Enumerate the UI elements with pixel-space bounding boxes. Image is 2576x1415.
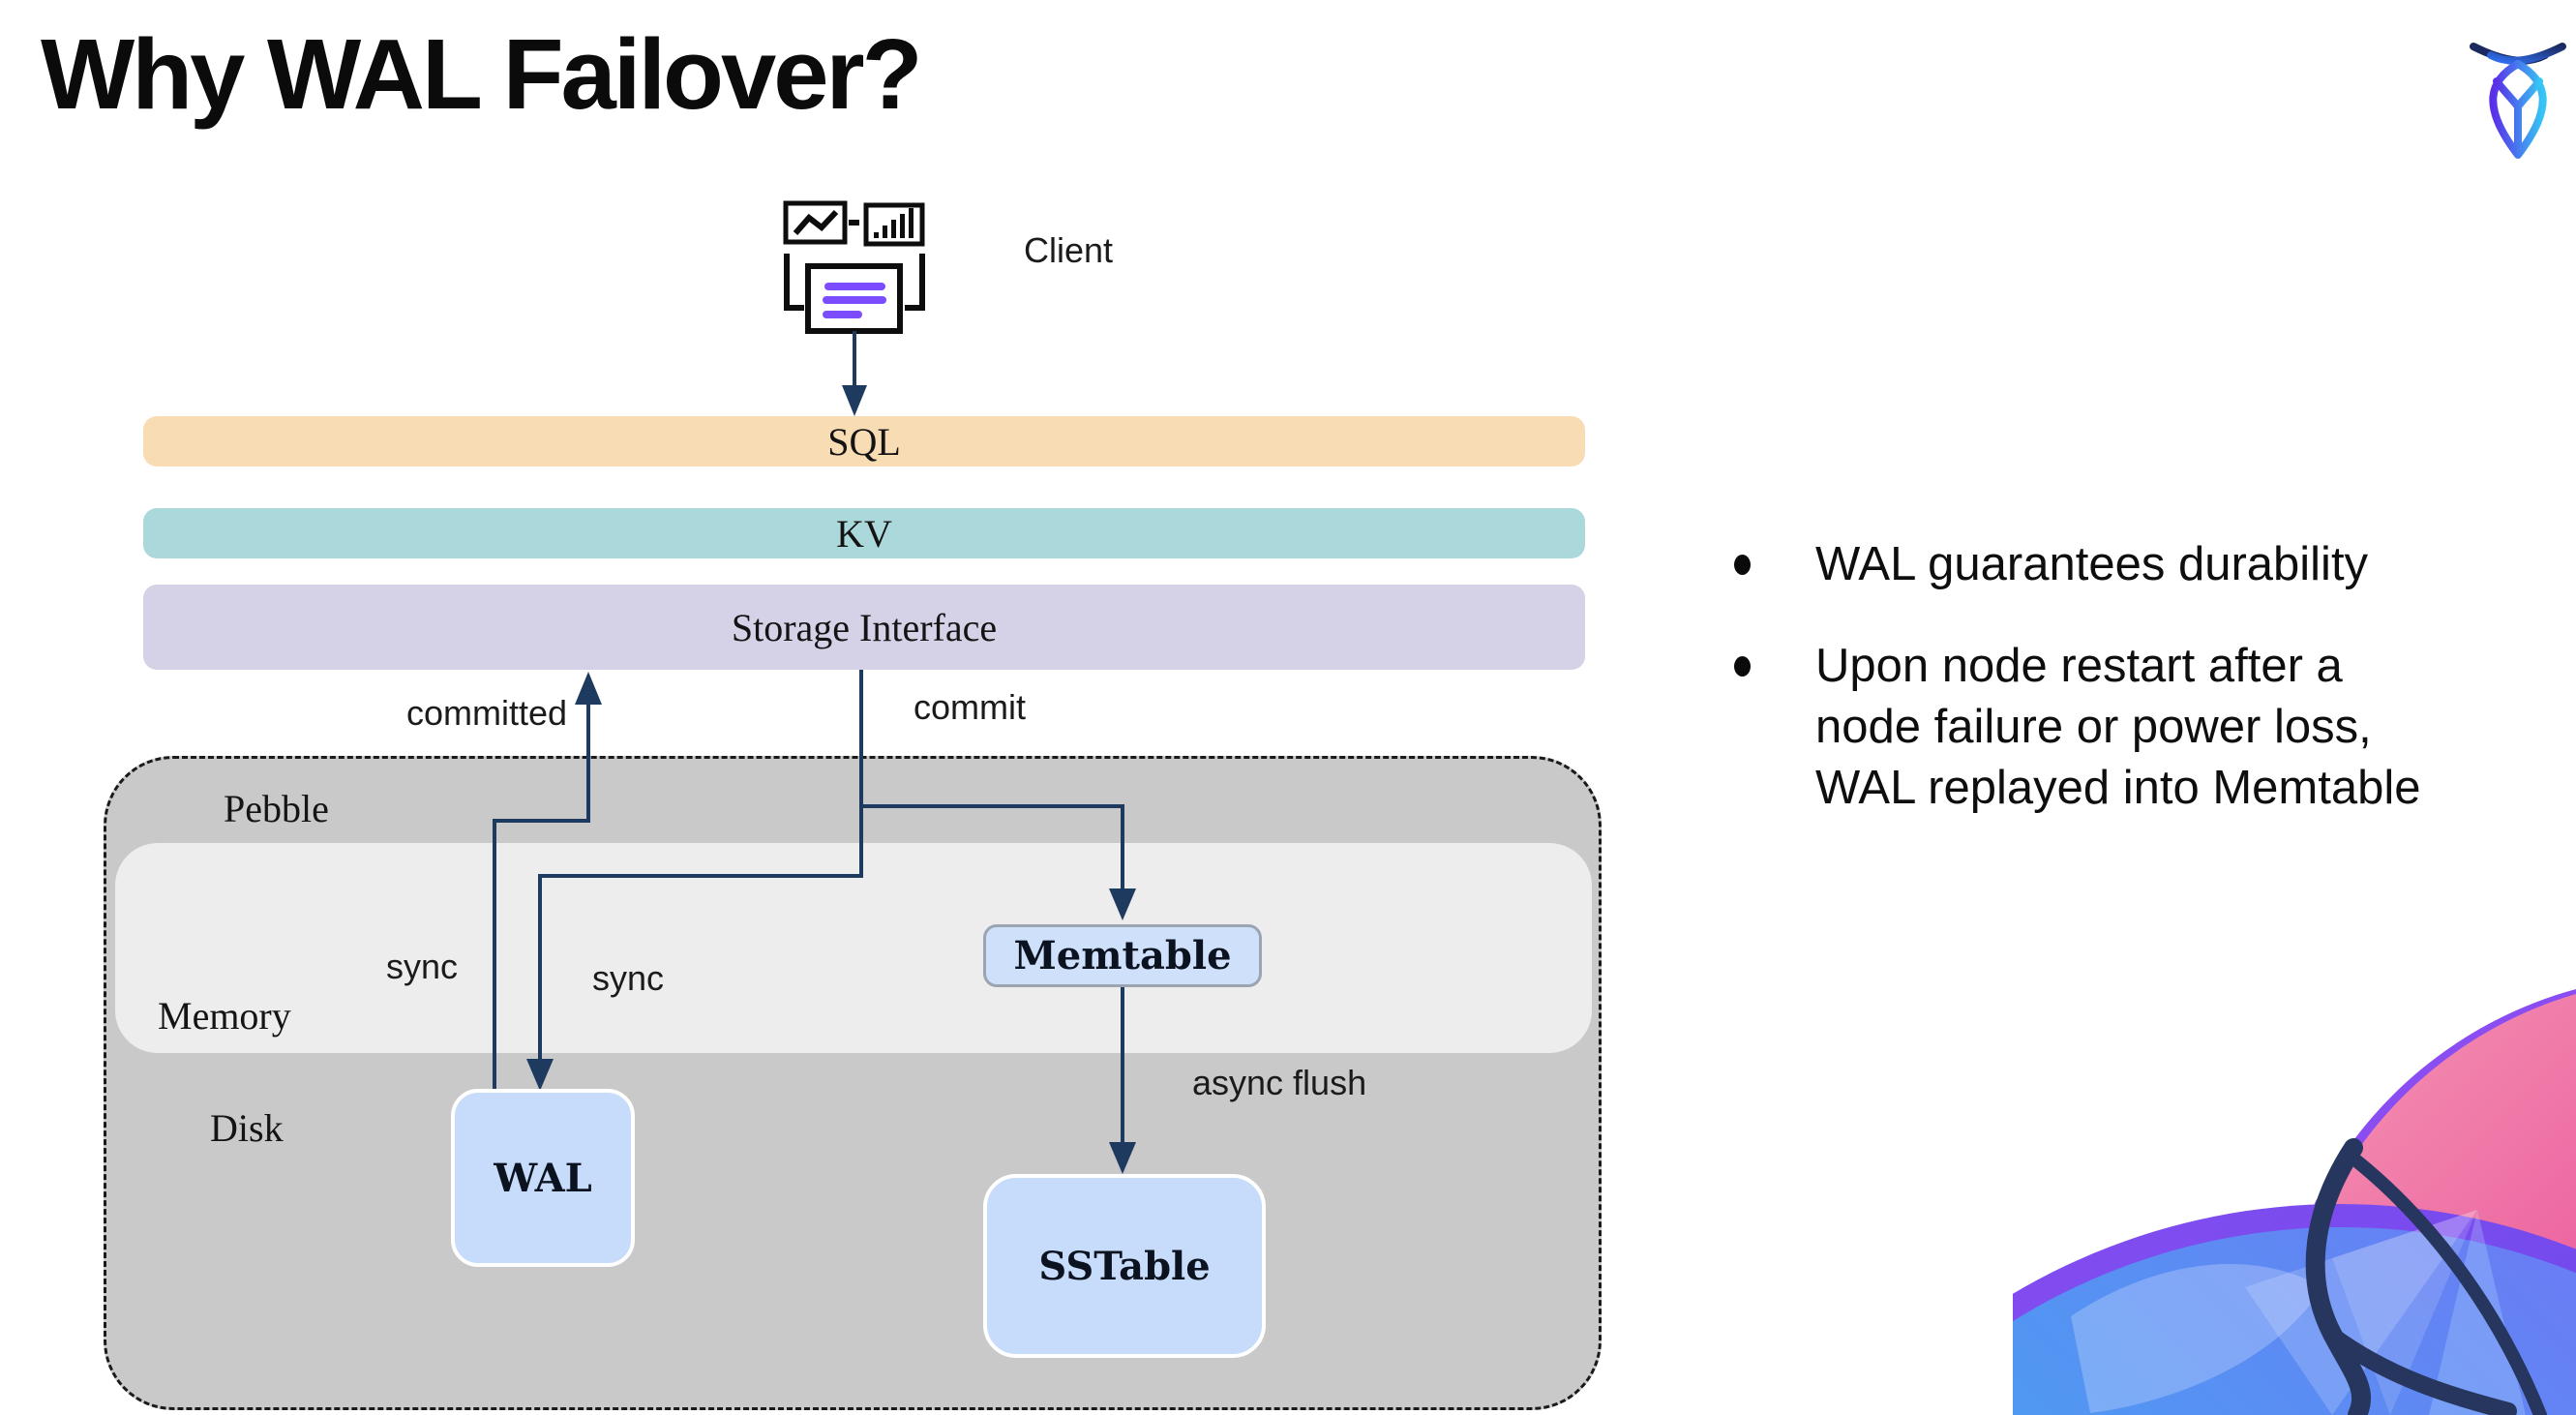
pebble-label: Pebble (224, 787, 329, 830)
committed-edge-label: committed (406, 693, 568, 733)
sql-layer-bar: SQL (143, 416, 1585, 467)
kv-layer-label: KV (836, 511, 892, 556)
async-flush-edge-label: async flush (1192, 1063, 1367, 1102)
page-title: Why WAL Failover? (41, 18, 923, 130)
bullet-dot-icon (1734, 656, 1751, 677)
client-arrowhead (842, 385, 867, 416)
facet-wedge (2245, 1210, 2477, 1415)
disk-label: Disk (210, 1106, 284, 1150)
wal-node-label: WAL (494, 1155, 592, 1201)
brand-art-graphic (2013, 988, 2576, 1415)
sync-right-edge-label: sync (592, 958, 665, 998)
memory-label: Memory (158, 994, 291, 1038)
storage-interface-layer-bar: Storage Interface (143, 585, 1585, 670)
memory-region (115, 843, 1592, 1053)
wal-node: WAL (451, 1089, 635, 1267)
bullet-line: WAL guarantees durability (1815, 538, 2369, 590)
roach-silhouette-edge (2351, 1155, 2547, 1415)
bullet-item: WAL guarantees durability (1732, 534, 2506, 595)
bullet-line: Upon node restart after a (1815, 640, 2343, 692)
memtable-node: Memtable (983, 924, 1262, 987)
commit-edge-label: commit (914, 687, 1026, 727)
bullet-item: Upon node restart after a node failure o… (1732, 636, 2506, 819)
blue-circle (2013, 1227, 2576, 1415)
sstable-node: SSTable (983, 1174, 1266, 1358)
committed-arrowhead (575, 672, 602, 705)
bullet-line: WAL replayed into Memtable (1815, 762, 2421, 814)
leaf-facet (2071, 1264, 2322, 1413)
facet-wedge (2429, 1210, 2526, 1415)
bullet-dot-icon (1734, 555, 1751, 575)
bullet-line: node failure or power loss, (1815, 701, 2372, 753)
storage-interface-label: Storage Interface (731, 605, 998, 649)
sstable-node-label: SSTable (1038, 1243, 1211, 1289)
sync-left-edge-label: sync (386, 947, 459, 986)
facet-wedge (2332, 1210, 2477, 1415)
cockroachdb-logo-icon (2470, 43, 2566, 159)
roach-silhouette-curve (2305, 1138, 2372, 1415)
memtable-node-label: Memtable (1013, 933, 1232, 978)
kv-layer-bar: KV (143, 508, 1585, 558)
sql-layer-label: SQL (827, 419, 901, 464)
client-devices-icon (783, 200, 925, 334)
client-label: Client (1024, 230, 1114, 270)
bullet-list: WAL guarantees durability Upon node rest… (1732, 534, 2506, 859)
roach-silhouette-leg (2323, 1327, 2517, 1415)
